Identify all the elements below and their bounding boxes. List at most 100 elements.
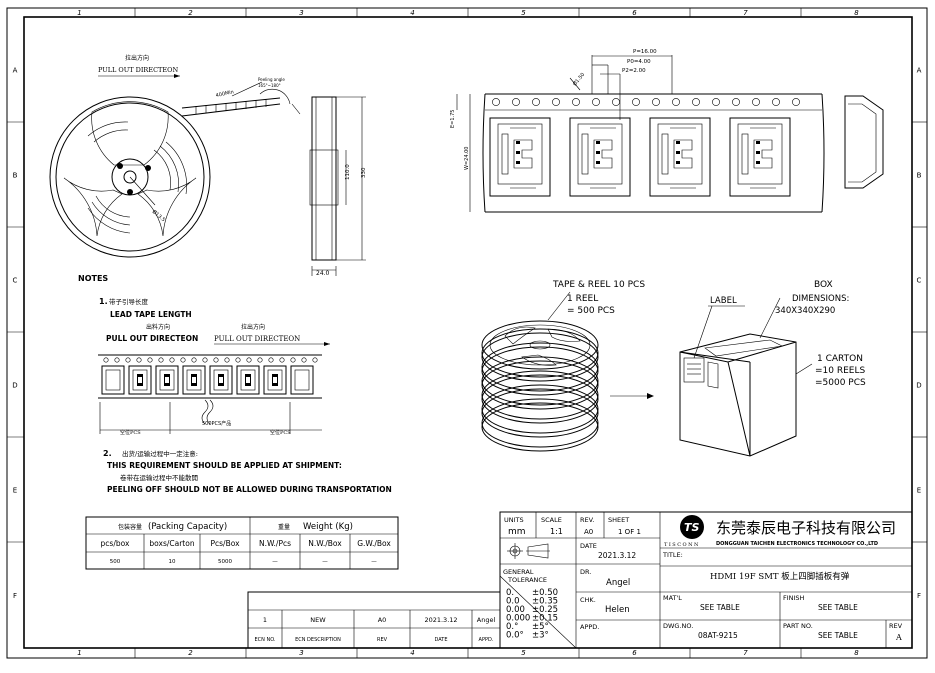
zone-col-top: 7 (743, 9, 748, 17)
label-label: LABEL (710, 296, 737, 306)
lead-hole (312, 357, 318, 363)
reel-side-view (291, 96, 366, 276)
zone-col-bottom: 1 (77, 649, 81, 657)
lead-hole (224, 357, 230, 363)
tolerance-value: 0.00 (506, 605, 525, 615)
dims-line1: DIMENSIONS: (792, 294, 849, 304)
lead-hole (202, 357, 208, 363)
lead-pocket (236, 365, 260, 395)
pull-out-label: PULL OUT DIRECTEON (98, 66, 178, 74)
zone-col-top: 3 (299, 9, 303, 17)
zone-col-top: 1 (77, 9, 81, 17)
units-value: mm (508, 527, 526, 537)
zone-row-left: D (12, 382, 17, 390)
sprocket-hole (672, 98, 680, 106)
zone-col-bottom: 6 (632, 649, 637, 657)
reel-front-view (49, 74, 291, 258)
sprocket-hole (692, 98, 700, 106)
dim-p2: P2=2.00 (622, 68, 646, 74)
dim-e: E=1.75 (450, 110, 456, 128)
revision-header: REV (377, 637, 388, 643)
dim-hole: Ø1.50 (571, 71, 586, 87)
dim-p: P=16.00 (633, 49, 657, 55)
lead-hole (257, 357, 263, 363)
lead-hole (268, 357, 274, 363)
tolerance-range: ±0.25 (532, 605, 558, 615)
note1-number: 1. (99, 297, 108, 306)
company-name-en: DONGGUAN TAICHEN ELECTRONICS TECHNOLOGY … (716, 541, 878, 547)
packing-cell: — (322, 559, 328, 565)
pull-out-zh: 拉出方向 (125, 54, 149, 62)
tolerance-label1: GENERAL (503, 568, 534, 576)
carton-line3: =5000 PCS (815, 378, 866, 388)
outer-frame (6, 7, 928, 659)
lead-pocket (101, 365, 125, 395)
scale-label: SCALE (541, 516, 562, 524)
sprocket-hole (612, 98, 620, 106)
lead-tape-strip (98, 354, 322, 434)
zone-row-right: A (917, 67, 922, 75)
lead-hole (158, 357, 164, 363)
finish-label: FINISH (783, 594, 805, 602)
peeling-title: Peeling angle (258, 77, 285, 82)
rev-value: A0 (584, 528, 593, 536)
revision-cell: A0 (378, 616, 387, 624)
tolerance-range: ±0.50 (532, 588, 558, 598)
notes-heading: NOTES (78, 274, 108, 283)
lead-hole (235, 357, 241, 363)
lead-pocket (290, 365, 314, 395)
weight-en: Weight (Kg) (303, 522, 353, 532)
zone-row-left: C (13, 277, 18, 285)
lead-pocket (263, 365, 287, 395)
tolerance-value: 0.0° (506, 631, 524, 641)
rev2-value: A (895, 633, 902, 642)
zone-row-left: F (13, 592, 17, 600)
zone-col-bottom: 3 (299, 649, 303, 657)
packing-header: N.W./Box (308, 539, 342, 548)
lead-mid-label: 500PCS产品 (202, 420, 231, 427)
tolerance-value: 0.000 (506, 614, 530, 624)
dwg-value: 08AT-9215 (698, 631, 738, 640)
tolerance-range: ±0.35 (532, 597, 558, 607)
lead-hole (246, 357, 252, 363)
tolerance-range: ±5° (532, 622, 549, 632)
date-label: DATE (580, 542, 597, 550)
svg-text:TS: TS (684, 521, 700, 534)
zone-col-top: 8 (854, 9, 859, 17)
packing-cell: 10 (169, 559, 176, 565)
part-value: SEE TABLE (818, 631, 858, 640)
lead-hole (290, 357, 296, 363)
carton-line2: =10 REELS (815, 366, 865, 376)
sprocket-hole (512, 98, 520, 106)
units-label: UNITS (504, 516, 524, 524)
zone-col-top: 2 (188, 9, 193, 17)
note1-en: LEAD TAPE LENGTH (110, 310, 192, 319)
zone-col-bottom: 2 (188, 649, 193, 657)
note2-zh2: 卷带在运输过程中不能散開 (120, 473, 198, 482)
sprocket-hole (752, 98, 760, 106)
packing-header: G.W./Box (357, 539, 391, 548)
note2-number: 2. (103, 449, 112, 458)
note2-en: THIS REQUIREMENT SHOULD BE APPLIED AT SH… (107, 461, 342, 470)
packing-table (85, 516, 399, 570)
revision-header: ECN NO. (254, 637, 275, 643)
tape-pocket (729, 117, 791, 197)
appd-label: APPD. (580, 623, 599, 631)
cap-zh: 包装容量 (118, 523, 142, 531)
sprocket-hole (632, 98, 640, 106)
part-label: PART NO. (783, 622, 813, 630)
chk-label: CHK. (580, 596, 596, 604)
note1-dir-zh: 出料方向 (146, 323, 170, 331)
carrier-tape-view (456, 55, 884, 213)
dim-110: 110.0 (345, 164, 351, 180)
inner-frame (23, 16, 913, 649)
lead-hole (180, 357, 186, 363)
sprocket-hole (712, 98, 720, 106)
note1-dir2-zh: 拉出方向 (241, 323, 265, 331)
zone-col-top: 4 (410, 9, 414, 17)
packing-cell: 5000 (218, 559, 232, 565)
revision-cell: 1 (263, 616, 267, 624)
lead-right-label: 空位PCS (270, 429, 291, 436)
